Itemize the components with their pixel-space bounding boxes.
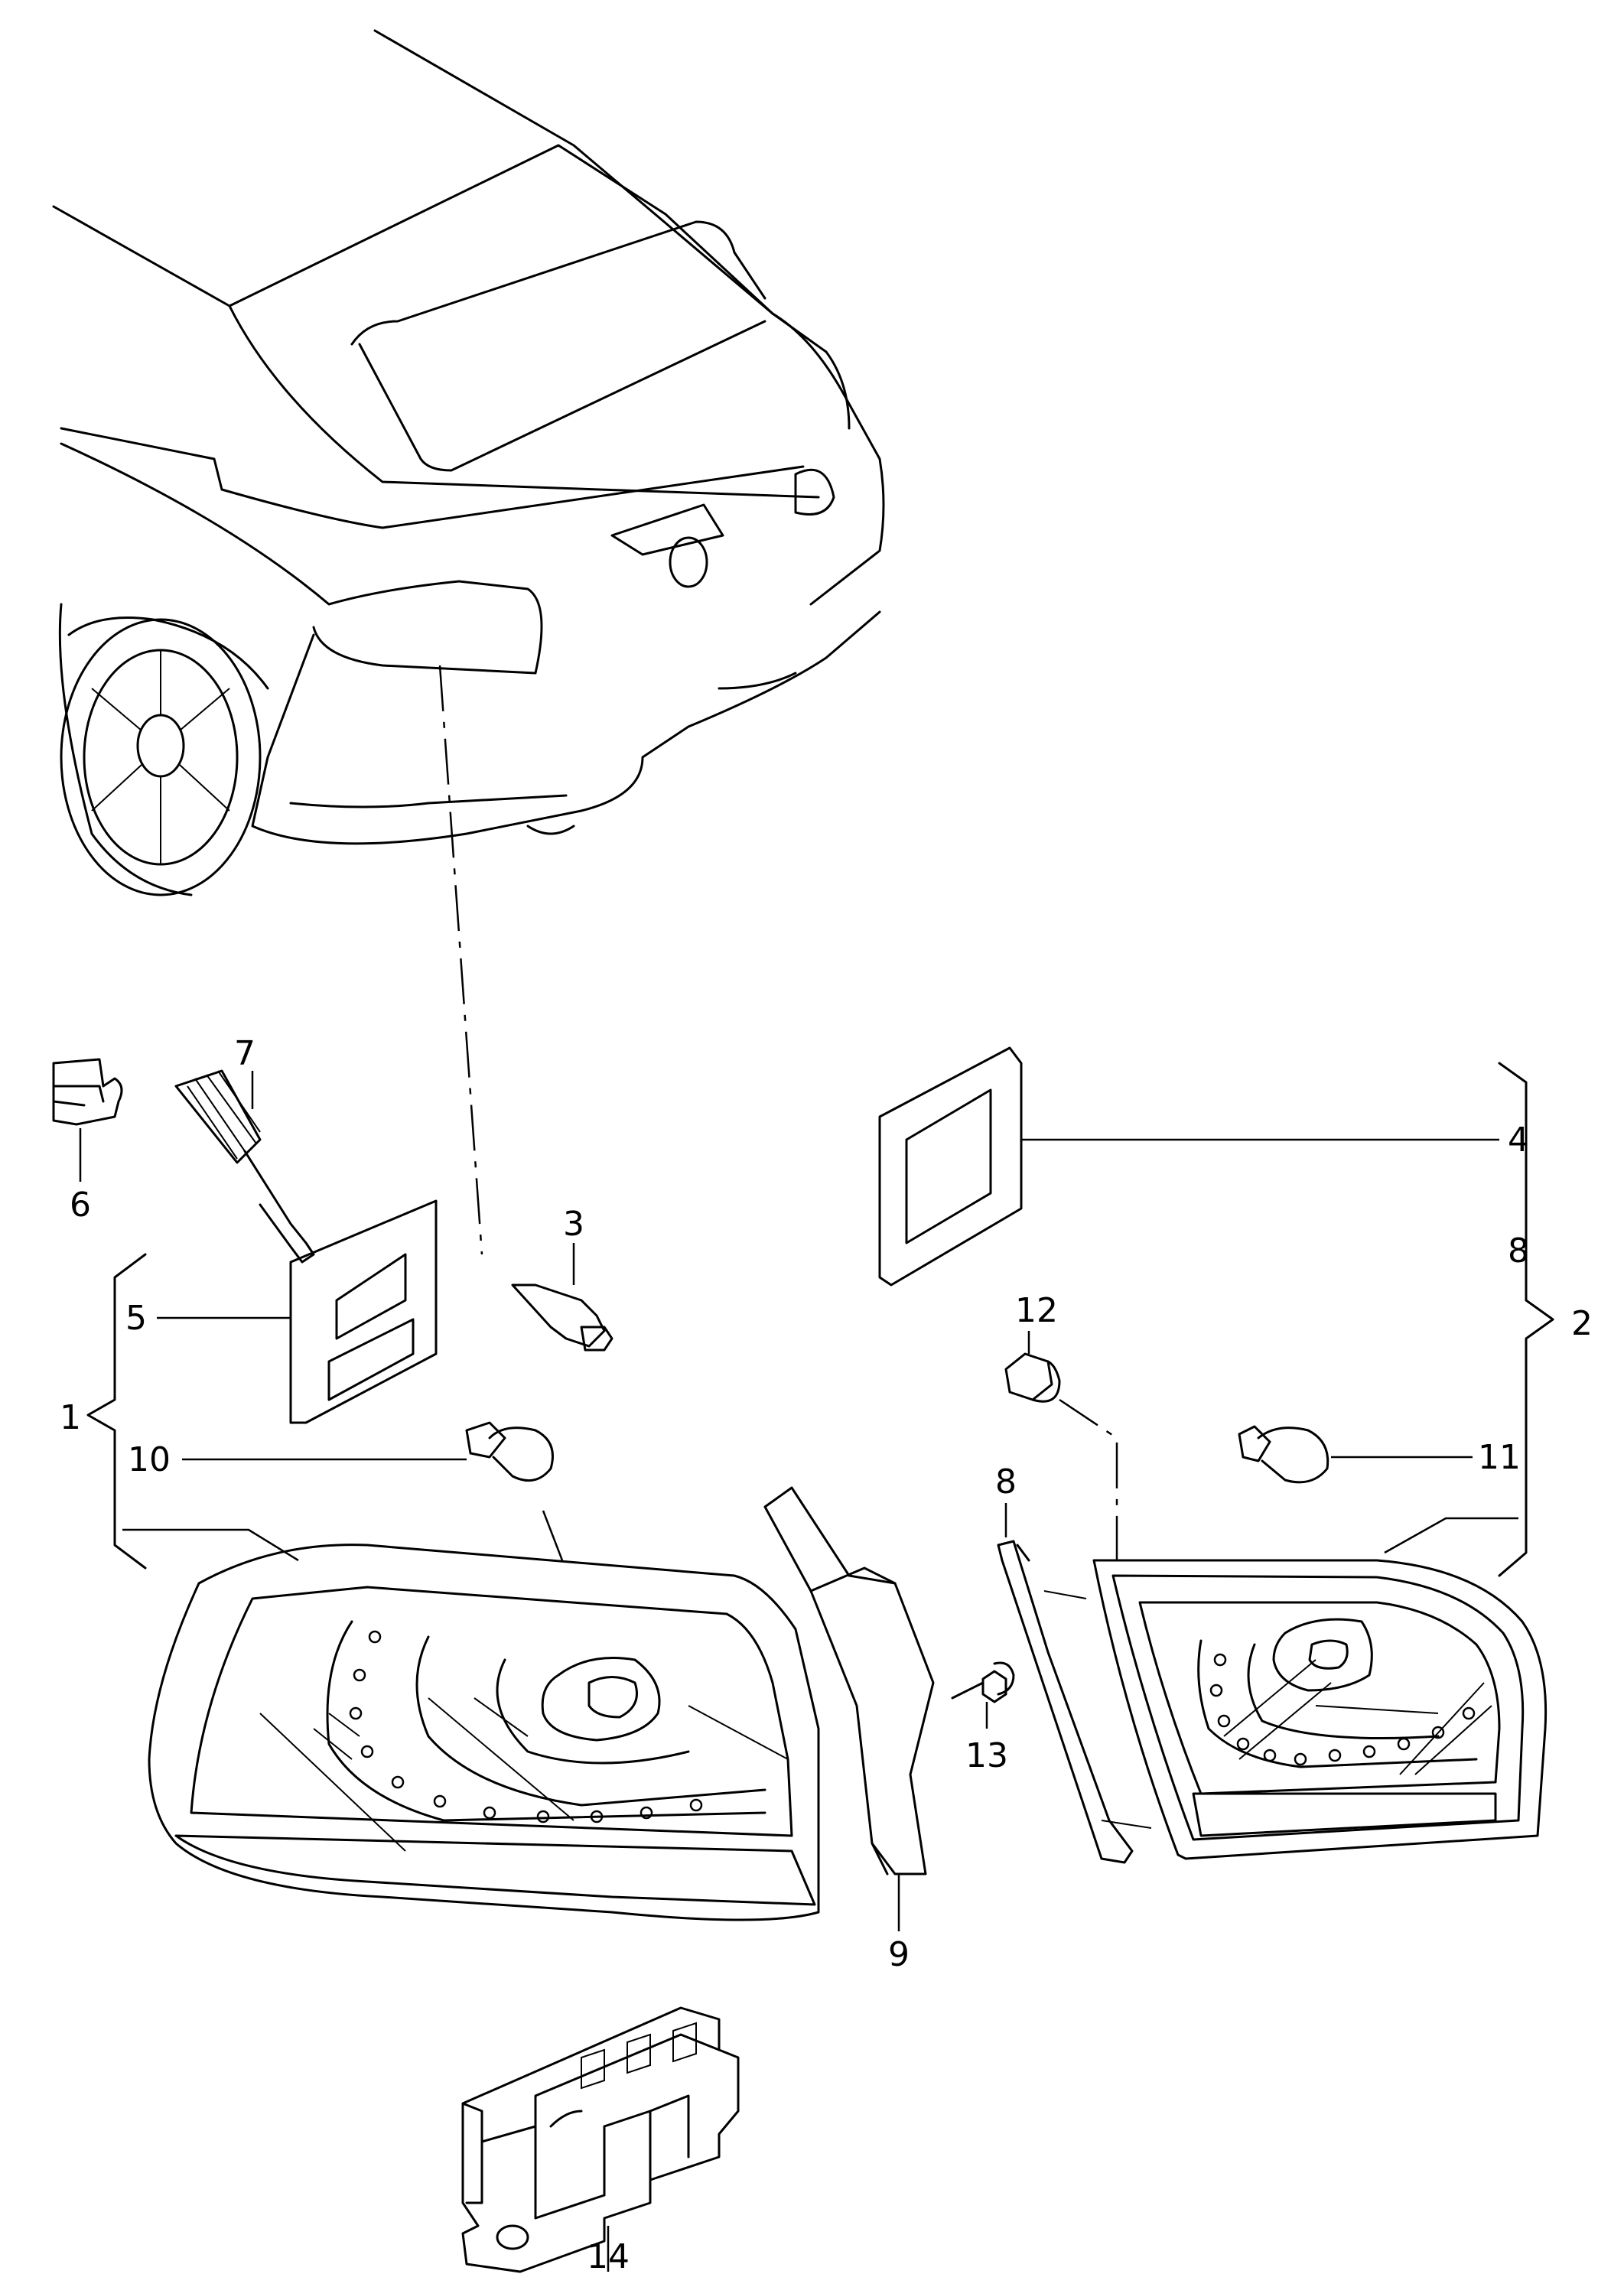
nut-12 (1004, 1352, 1061, 1403)
callout-5: 5 (125, 1299, 147, 1338)
mounting-bracket (461, 2006, 740, 2273)
callout-8: 8 (1508, 1231, 1529, 1270)
callout-11: 11 (1478, 1438, 1521, 1477)
callout-1: 1 (60, 1398, 81, 1437)
leader-1 (122, 1528, 299, 1562)
bulb-left (465, 1421, 554, 1482)
leader-1b (542, 1510, 564, 1561)
wire-connector-part (174, 1069, 315, 1264)
callout-12: 12 (1015, 1291, 1058, 1330)
callout-14: 14 (587, 2237, 630, 2276)
callout-8-seal: 8 (995, 1462, 1017, 1501)
bulb-right (1238, 1425, 1329, 1484)
leader-2 (1384, 1517, 1518, 1554)
callout-10: 10 (128, 1440, 171, 1479)
seal-strip-right (997, 1540, 1152, 1864)
screw-13 (951, 1661, 1015, 1703)
callout-6: 6 (70, 1186, 91, 1225)
callout-3: 3 (563, 1205, 584, 1244)
socket-screw-part (511, 1283, 613, 1352)
seal-strip (763, 1486, 935, 1875)
gasket-left (289, 1199, 438, 1424)
callout-2: 2 (1571, 1304, 1593, 1343)
assembly-line-12 (1059, 1398, 1118, 1560)
callout-13: 13 (965, 1736, 1008, 1775)
assembly-line (438, 665, 483, 1255)
callout-9: 9 (888, 1935, 910, 1974)
tail-light-outer-left (148, 1544, 820, 1921)
tail-light-inner-right (1092, 1559, 1548, 1860)
bracket-1 (86, 1253, 147, 1570)
callout-4: 4 (1508, 1121, 1529, 1160)
clip-part (52, 1058, 123, 1126)
bracket-2 (1498, 1062, 1554, 1577)
callout-7: 7 (234, 1034, 255, 1073)
car-rear-illustration (52, 29, 885, 896)
gasket-right (878, 1046, 1023, 1287)
